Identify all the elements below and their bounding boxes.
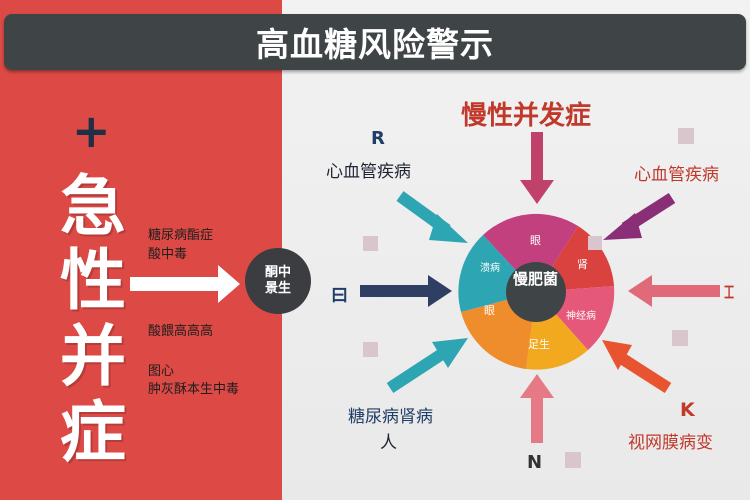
circle-line-2: 景生 (264, 281, 291, 296)
left-top-label: 心血管疾病 (326, 162, 411, 182)
segment-label-4: 足生 (528, 338, 550, 351)
arrow-bottom-left (386, 338, 468, 394)
chronic-heading: 慢性并发症 (461, 101, 592, 131)
right-top-label: 心血管疾病 (634, 165, 719, 185)
left-bottom-glyph: 人 (380, 433, 397, 453)
arrow-left (360, 275, 452, 307)
acute-char-3: 并 (60, 318, 126, 395)
hub-center-label: 慢肥菌 (513, 270, 559, 288)
left-bottom-label: 糖尿病肾病 (348, 407, 433, 427)
glyph-left: 曰 (331, 286, 348, 306)
right-bottom-label: 视网膜病变 (628, 433, 713, 453)
plus-icon: + (72, 104, 111, 158)
faded-square (565, 452, 581, 468)
faded-square (672, 330, 688, 346)
glyph-r: R (371, 128, 385, 149)
arrow-bottom-right (602, 340, 672, 394)
acute-char-1: 急 (60, 168, 126, 245)
segment-label-5: 眼 (484, 304, 495, 317)
arrow-top (520, 132, 554, 204)
arrow-right (628, 275, 720, 307)
arrow-top-right (603, 192, 676, 240)
right-bottom-glyph: K (680, 399, 695, 421)
acute-label-3a: 图心 (148, 364, 175, 379)
acute-panel (0, 0, 282, 500)
faded-square (363, 342, 378, 357)
acute-char-2: 性 (60, 242, 126, 319)
segment-label-6: 溃病 (480, 263, 500, 274)
arrow-bottom (520, 374, 554, 443)
title-bar: 高血糖风险警示 (4, 14, 746, 70)
acute-label-1b: 酸中毒 (148, 247, 188, 262)
acute-char-4: 症 (60, 394, 126, 471)
right-edge-mark: ⌶ (724, 283, 735, 303)
acute-label-1a: 糖尿病酯症 (148, 228, 214, 243)
faded-square (678, 128, 694, 144)
arrow-top-left (396, 191, 468, 243)
segment-label-3: 神经病 (566, 311, 596, 322)
faded-square (588, 236, 602, 250)
acute-label-2: 酸餵高高高 (148, 324, 214, 339)
acute-arrow (130, 265, 240, 303)
acute-label-3b: 肿灰酥本生中毒 (148, 382, 240, 397)
segment-label-2: 肾 (577, 258, 588, 271)
page-title: 高血糖风险警示 (256, 25, 494, 64)
segment-label-1: 眼 (530, 234, 541, 247)
faded-square (363, 236, 378, 251)
ketoacidosis-circle: 酮中 景生 (245, 248, 311, 314)
bottom-glyph: N (527, 452, 543, 473)
circle-line-1: 酮中 (264, 265, 291, 280)
